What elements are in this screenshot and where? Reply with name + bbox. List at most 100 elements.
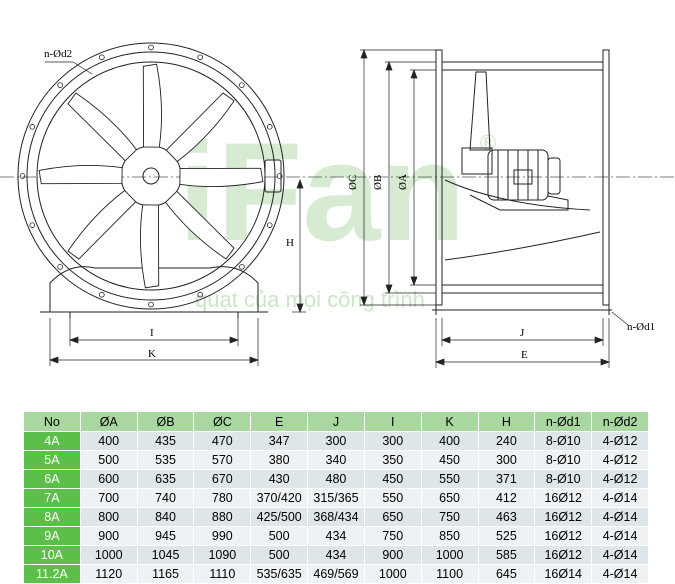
table-cell: 400 bbox=[420, 431, 479, 451]
model-cell: 10A bbox=[23, 545, 81, 565]
label-b: ØB bbox=[372, 175, 384, 190]
table-cell: 300 bbox=[307, 431, 365, 451]
column-header: ØA bbox=[79, 411, 138, 432]
bolt-hole bbox=[57, 82, 63, 88]
table-cell: 463 bbox=[477, 507, 536, 527]
table-cell: 570 bbox=[193, 450, 252, 470]
column-header: n-Ød2 bbox=[591, 411, 649, 432]
model-cell: 4A bbox=[23, 431, 81, 451]
label-e: E bbox=[521, 349, 528, 361]
column-header: ØC bbox=[193, 411, 252, 432]
column-header: E bbox=[250, 411, 309, 432]
bolt-hole bbox=[239, 82, 245, 88]
table-cell: 315/365 bbox=[307, 488, 365, 508]
table-cell: 4-Ø12 bbox=[591, 469, 649, 489]
table-cell: 4-Ø14 bbox=[591, 545, 649, 565]
label-k: K bbox=[148, 348, 156, 360]
bolt-hole bbox=[239, 264, 245, 270]
table-cell: 16Ø12 bbox=[534, 507, 593, 527]
table-cell: 990 bbox=[193, 526, 252, 546]
label-j: J bbox=[520, 327, 525, 339]
table-cell: 412 bbox=[477, 488, 536, 508]
bolt-hole bbox=[57, 264, 63, 270]
model-cell: 9A bbox=[23, 526, 81, 546]
model-cell: 6A bbox=[23, 469, 81, 489]
model-cell: 11.2A bbox=[23, 564, 81, 584]
table-cell: 850 bbox=[420, 526, 479, 546]
bolt-hole bbox=[148, 301, 154, 308]
label-h: H bbox=[286, 237, 294, 249]
column-header: n-Ød1 bbox=[534, 411, 593, 432]
table-cell: 525 bbox=[477, 526, 536, 546]
table-cell: 430 bbox=[250, 469, 309, 489]
table-cell: 780 bbox=[193, 488, 252, 508]
table-cell: 635 bbox=[136, 469, 195, 489]
watermark: iFan ® quạt của mọi công trình bbox=[178, 113, 496, 312]
table-cell: 300 bbox=[363, 431, 422, 451]
table-cell: 1120 bbox=[79, 564, 138, 584]
label-i: I bbox=[150, 327, 154, 339]
table-cell: 480 bbox=[307, 469, 365, 489]
watermark-registered: ® bbox=[480, 130, 496, 155]
table-cell: 4-Ø14 bbox=[591, 507, 649, 527]
table-cell: 434 bbox=[307, 545, 365, 565]
table-cell: 740 bbox=[136, 488, 195, 508]
table-cell: 535 bbox=[136, 450, 195, 470]
bolt-hole bbox=[148, 44, 154, 51]
label-a: ØA bbox=[397, 174, 409, 190]
table-cell: 1090 bbox=[193, 545, 252, 565]
table-cell: 645 bbox=[477, 564, 536, 584]
table-cell: 470 bbox=[193, 431, 252, 451]
label-nd2: n-Ød2 bbox=[44, 48, 72, 60]
table-cell: 435 bbox=[136, 431, 195, 451]
table-cell: 1110 bbox=[193, 564, 252, 584]
table-cell: 535/635 bbox=[250, 564, 309, 584]
table-cell: 1000 bbox=[363, 564, 422, 584]
column-header: J bbox=[307, 411, 365, 432]
table-cell: 550 bbox=[420, 469, 479, 489]
table-cell: 8-Ø10 bbox=[534, 450, 593, 470]
column-header: I bbox=[363, 411, 422, 432]
fan-blade bbox=[139, 204, 160, 289]
table-cell: 4-Ø14 bbox=[591, 526, 649, 546]
table-cell: 1000 bbox=[79, 545, 138, 565]
model-cell: 5A bbox=[23, 450, 81, 470]
table-cell: 368/434 bbox=[307, 507, 365, 527]
bolt-hole bbox=[266, 124, 273, 130]
table-cell: 500 bbox=[250, 545, 309, 565]
watermark-tagline: quạt của mọi công trình bbox=[195, 287, 425, 312]
bolt-hole bbox=[29, 124, 36, 130]
column-header: H bbox=[477, 411, 536, 432]
model-cell: 7A bbox=[23, 488, 81, 508]
table-cell: 840 bbox=[136, 507, 195, 527]
table-cell: 650 bbox=[420, 488, 479, 508]
label-c: ØC bbox=[347, 175, 359, 190]
table-cell: 650 bbox=[363, 507, 422, 527]
column-header: K bbox=[420, 411, 479, 432]
fan-blade bbox=[67, 189, 137, 260]
table-cell: 8-Ø10 bbox=[534, 469, 593, 489]
fan-technical-drawing: iFan ® quạt của mọi công trình bbox=[0, 42, 675, 368]
fan-blade bbox=[142, 63, 163, 148]
side-view bbox=[432, 49, 612, 315]
bolt-hole bbox=[99, 291, 105, 298]
table-cell: 4-Ø14 bbox=[591, 564, 649, 584]
table-cell: 434 bbox=[307, 526, 365, 546]
table-cell: 1165 bbox=[136, 564, 195, 584]
bolt-hole bbox=[99, 54, 105, 61]
table-cell: 600 bbox=[79, 469, 138, 489]
outer-flange bbox=[17, 42, 285, 310]
table-cell: 1000 bbox=[420, 545, 479, 565]
table-cell: 880 bbox=[193, 507, 252, 527]
table-cell: 585 bbox=[477, 545, 536, 565]
front-base bbox=[49, 266, 259, 313]
table-cell: 16Ø12 bbox=[534, 526, 593, 546]
table-cell: 1045 bbox=[136, 545, 195, 565]
table-cell: 469/569 bbox=[307, 564, 365, 584]
